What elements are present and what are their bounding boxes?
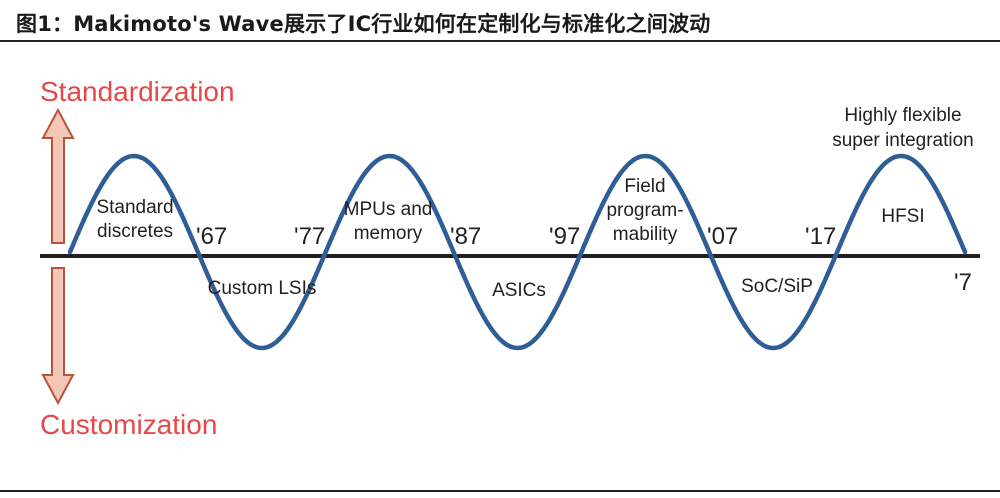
year-label-1977: '77	[294, 223, 325, 250]
up-arrow-icon	[41, 107, 75, 244]
phase-label-line: Standard	[96, 197, 173, 218]
phase-custom-lsis: Custom LSIs	[208, 278, 317, 299]
customization-label: Customization	[40, 409, 217, 440]
phase-hfsi: HFSI	[881, 206, 924, 227]
phase-label-line: program-	[606, 200, 683, 221]
hfsi-description: Highly flexible super integration	[832, 105, 974, 151]
phase-label-line: MPUs and	[344, 199, 433, 220]
year-label-1997: '97	[549, 223, 580, 250]
phase-label-line: memory	[354, 223, 423, 244]
bottom-rule	[0, 490, 1000, 492]
top-rule	[0, 40, 1000, 42]
hfsi-description-line: super integration	[832, 130, 974, 151]
year-label-2017: '17	[805, 223, 836, 250]
phase-label-line: Field	[624, 176, 665, 197]
year-label-1987: '87	[450, 223, 481, 250]
phase-label-line: discretes	[97, 221, 173, 242]
phase-soc-sip: SoC/SiP	[741, 276, 813, 297]
hfsi-description-line: Highly flexible	[844, 105, 961, 126]
phase-field-programmability: Field program- mability	[606, 176, 683, 245]
down-arrow-icon	[41, 267, 75, 406]
year-label-2007: '07	[707, 223, 738, 250]
phase-label-line: mability	[613, 224, 678, 245]
wave-curve	[67, 153, 968, 351]
up-down-arrow-icon	[41, 107, 75, 406]
standardization-label: Standardization	[40, 76, 235, 107]
phase-mpus-memory: MPUs and memory	[344, 199, 433, 244]
year-label-end: '7	[954, 269, 972, 296]
phase-standard-discretes: Standard discretes	[96, 197, 173, 242]
figure-title: 图1：Makimoto's Wave展示了IC行业如何在定制化与标准化之间波动	[16, 12, 711, 36]
phase-asics: ASICs	[492, 280, 546, 301]
year-label-1967: '67	[196, 223, 227, 250]
